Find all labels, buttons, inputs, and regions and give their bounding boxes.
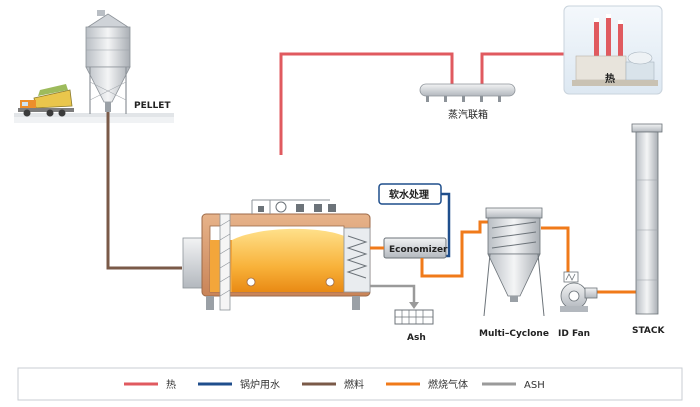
multi-cyclone-icon: [483, 207, 545, 317]
legend-label-heat: 热: [166, 378, 176, 391]
heat-user-factory-icon: [563, 5, 663, 95]
gas-line-cyclone-to-fan: [541, 226, 570, 272]
pellet-label: PELLET: [134, 101, 171, 111]
boiler-icon: [182, 199, 371, 311]
legend-item-heat: 热: [124, 378, 176, 391]
ash-bin-icon: [394, 309, 434, 325]
legend-label-ash: ASH: [524, 380, 545, 391]
ash-label: Ash: [407, 333, 426, 343]
stack-label: STACK: [632, 326, 665, 336]
stack-icon: [631, 123, 663, 315]
legend-item-boiler-water: 锅炉用水: [198, 379, 280, 391]
legend-label-boiler-water: 锅炉用水: [240, 379, 280, 391]
ash-line: [370, 284, 416, 304]
fuel-line: [106, 112, 182, 270]
ground-strip: [14, 113, 174, 117]
legend-item-fuel: 燃料: [302, 378, 364, 391]
gas-line-economizer-to-cyclone: [420, 220, 512, 278]
dump-truck-icon: [18, 84, 74, 117]
id-fan-label: ID Fan: [558, 329, 590, 339]
legend-label-fuel: 燃料: [344, 378, 364, 391]
heat-line-boiler-to-header: [279, 52, 454, 155]
legend-item-combustion-gas: 燃烧气体: [386, 378, 468, 391]
economizer-label: Economizer: [389, 245, 448, 255]
legend-item-ash: ASH: [482, 380, 545, 391]
steam-header-icon: [419, 83, 516, 102]
multi-cyclone-label: Multi–Cyclone: [479, 329, 549, 339]
water-treatment-label: 软水处理: [389, 188, 429, 201]
ground-shade: [14, 117, 174, 123]
heat-user-label: 热: [605, 72, 615, 85]
id-fan-icon: [560, 271, 598, 312]
pellet-silo-icon: [85, 10, 131, 114]
legend-label-combustion-gas: 燃烧气体: [428, 378, 468, 391]
steam-header-label: 蒸汽联箱: [448, 108, 488, 121]
boiler-water-line: [441, 192, 451, 258]
ash-arrow: [409, 302, 419, 309]
